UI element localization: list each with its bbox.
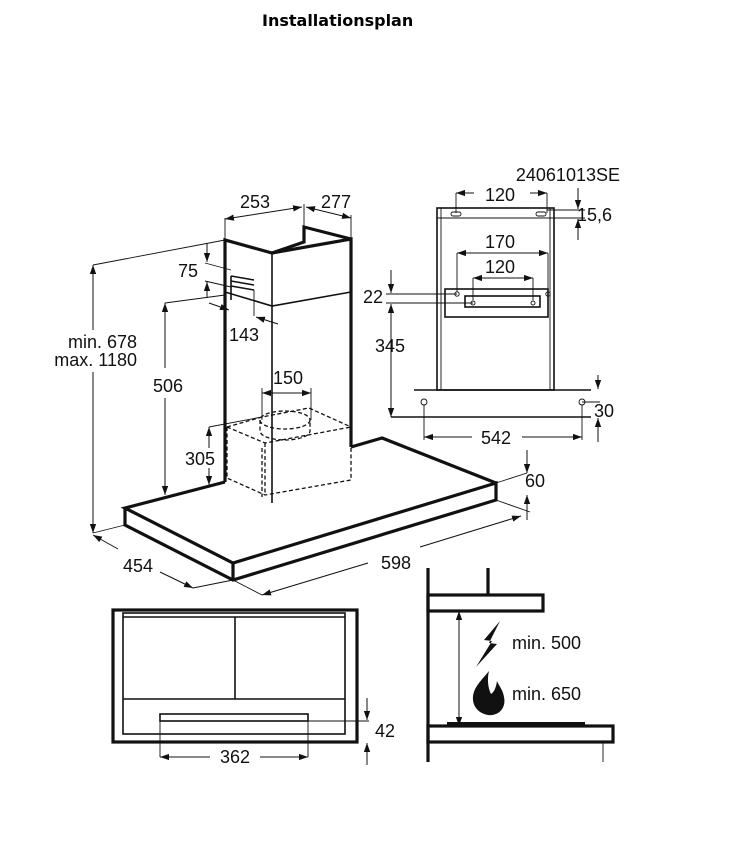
dim-120-inner: 120 (485, 257, 515, 277)
dim-22: 22 (363, 287, 383, 307)
dim-362: 362 (220, 747, 250, 767)
dim-height-min: min. 678 (68, 332, 137, 352)
canopy (120, 436, 498, 582)
dim-305: 305 (185, 449, 215, 469)
dim-345: 345 (375, 336, 405, 356)
vent-slots (230, 275, 255, 300)
slot (535, 211, 547, 217)
dim-277: 277 (321, 192, 351, 212)
lightning-icon (476, 621, 500, 667)
cooktop (426, 724, 615, 744)
dim-60: 60 (525, 471, 545, 491)
clearance-view: min. 500 min. 650 (426, 568, 615, 762)
motor-box-dashed (226, 407, 352, 497)
clearance-electric: min. 500 (512, 633, 581, 653)
chimney (223, 224, 353, 503)
dim-height-max: max. 1180 (54, 350, 137, 370)
dim-42: 42 (375, 721, 395, 741)
dim-454: 454 (123, 556, 153, 576)
dim-253: 253 (240, 192, 270, 212)
filter-bar (159, 713, 309, 722)
hood-side (426, 593, 545, 613)
dim-506: 506 (153, 376, 183, 396)
dim-120-top: 120 (485, 185, 515, 205)
model-code: 24061013SE (516, 165, 620, 185)
dim-150: 150 (273, 368, 303, 388)
dim-542: 542 (481, 428, 511, 448)
hood-perspective: min. 678 max. 1180 506 305 75 143 253 27… (54, 192, 545, 596)
bracket-view: 120 15,6 170 120 22 345 30 (363, 185, 614, 448)
dim-143: 143 (229, 325, 259, 345)
dim-15-6: 15,6 (577, 205, 612, 225)
dim-75: 75 (178, 261, 198, 281)
flame-icon (472, 671, 505, 716)
dim-170: 170 (485, 232, 515, 252)
bottom-view: 362 42 (111, 608, 395, 767)
page-title: Installationsplan (262, 11, 414, 30)
dim-30: 30 (594, 401, 614, 421)
clearance-gas: min. 650 (512, 684, 581, 704)
dim-598: 598 (381, 553, 411, 573)
